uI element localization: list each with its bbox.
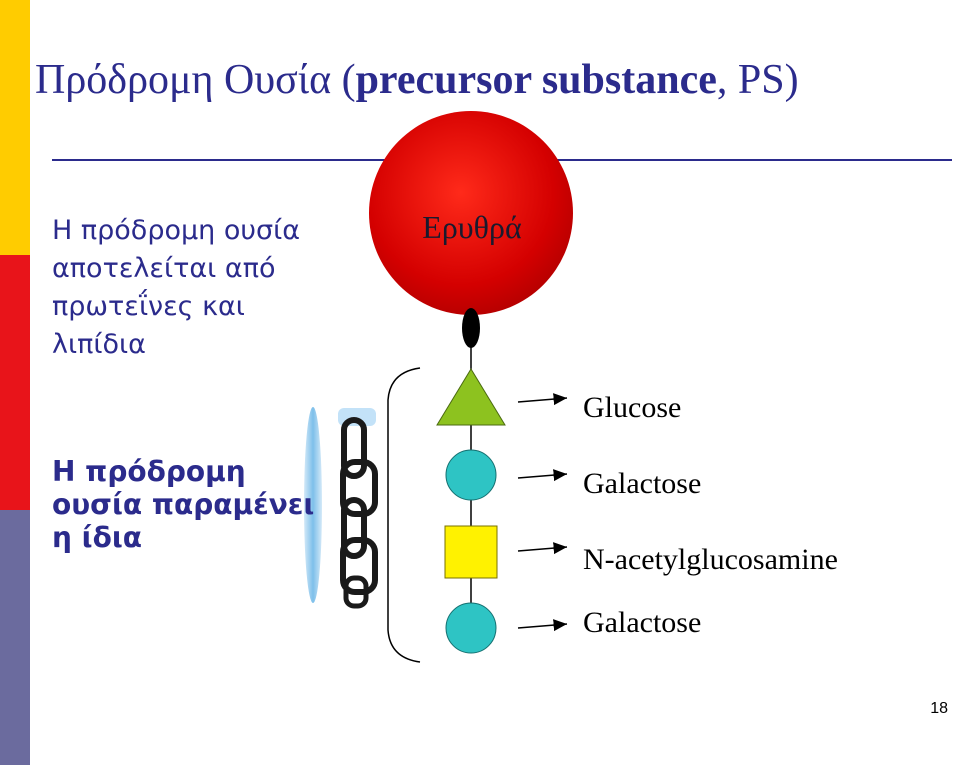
sugar-label-nag: N-acetylglucosamine bbox=[583, 543, 838, 577]
galactose-circle-1 bbox=[446, 450, 496, 500]
arrow-nag bbox=[518, 547, 567, 551]
galactose-circle-2 bbox=[446, 603, 496, 653]
anchor-node bbox=[462, 308, 480, 348]
arrow-glucose bbox=[518, 398, 567, 402]
nag-square bbox=[445, 526, 497, 578]
cell-label: Ερυθρά bbox=[422, 209, 522, 245]
arrow-galactose-1 bbox=[518, 474, 567, 478]
paragraph-composition: Η πρόδρομη ουσία αποτελείται από πρωτεΐν… bbox=[52, 212, 382, 364]
paragraph-unchanged: Η πρόδρομη ουσία παραμένει η ίδια bbox=[52, 455, 392, 554]
arrow-galactose-2 bbox=[518, 624, 567, 628]
sugar-label-galactose-1: Galactose bbox=[583, 467, 701, 501]
glucose-triangle bbox=[437, 369, 505, 425]
sugar-label-glucose: Glucose bbox=[583, 391, 681, 425]
sugar-label-galactose-2: Galactose bbox=[583, 606, 701, 640]
page-number: 18 bbox=[930, 700, 948, 718]
group-bracket bbox=[388, 368, 420, 662]
